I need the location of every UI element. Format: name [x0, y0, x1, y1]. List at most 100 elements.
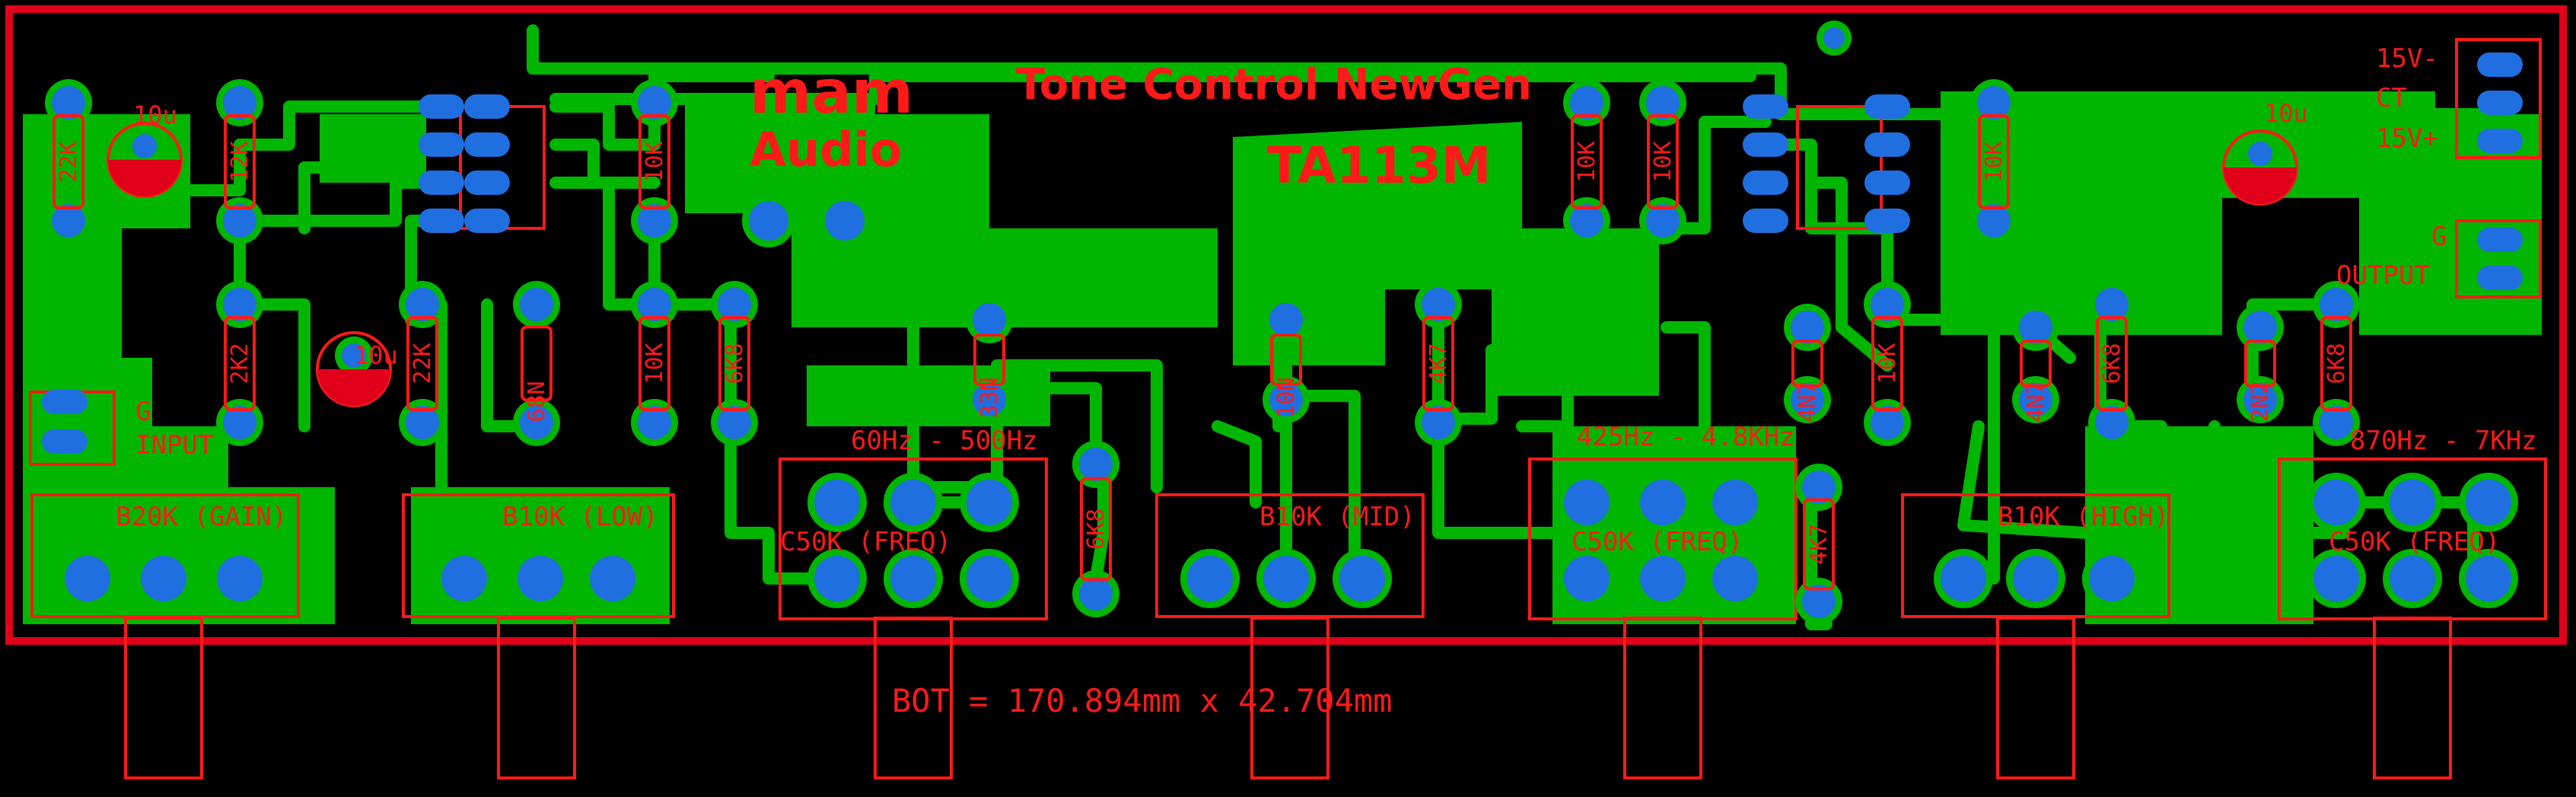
r_22k_b-pad-b — [406, 406, 439, 439]
pot-pad-4-2 — [1712, 480, 1758, 525]
r_10k_f-outline — [1978, 114, 2010, 209]
c_4n7_b-pad-a — [2019, 311, 2052, 344]
c_68n-pad-b — [520, 406, 553, 439]
r_4k7_a-outline — [1422, 316, 1454, 411]
pot-pad-3-1 — [1263, 556, 1309, 601]
pot-pad-1-2 — [590, 556, 635, 601]
r_6k8_b-label: 6K8 — [1083, 508, 1110, 550]
c_4n7_a-pad-b — [1791, 383, 1824, 416]
ic1-pad-r1 — [1864, 132, 1910, 157]
ic1-pad-r2 — [1864, 171, 1910, 195]
board-dimension: BOT = 170.894mm x 42.704mm — [892, 682, 1392, 719]
c_4n7_b-outline — [2020, 340, 2052, 387]
r_10k_a-label: 10K — [642, 141, 668, 182]
r_4k7_b-outline — [1803, 498, 1835, 591]
c_33n-label: 33N — [976, 377, 1003, 418]
pot-label-freq-3: C50K (FREQ) — [2329, 527, 2500, 557]
r_10k_a-outline — [638, 114, 670, 209]
r_10k_d-pad-b — [1646, 204, 1680, 238]
ic0-pad-r3 — [464, 209, 510, 233]
output-header — [2455, 219, 2542, 298]
r_10k_b-pad-a — [638, 288, 671, 321]
pot-pad-6-2 — [2466, 480, 2511, 525]
r_6k8_a-pad-b — [718, 406, 751, 439]
r_22k_b-outline — [406, 316, 438, 411]
c_10n-pad-b — [1269, 383, 1303, 416]
ic1-pad-l3 — [1743, 209, 1788, 233]
c_10u_a-label: 10u — [133, 100, 177, 129]
pot-pad-4-0 — [1564, 480, 1610, 525]
pot-pad-2-5 — [966, 556, 1012, 601]
input-label: INPUT — [135, 430, 213, 461]
pot-pad-4-5 — [1712, 556, 1758, 601]
ic-u2-outline — [1796, 105, 1883, 230]
r_6k8_b-outline — [1080, 477, 1112, 582]
c_2n2-pad-b — [2243, 383, 2277, 416]
r_12k-label: 12K — [227, 141, 253, 182]
r_2k2-label: 2K2 — [227, 343, 253, 384]
power-label-ct: CT — [2376, 83, 2407, 113]
r_10k_d-outline — [1647, 114, 1679, 209]
r_6k8_a-outline — [718, 316, 750, 411]
board-title: Tone Control NewGen — [1016, 60, 1532, 110]
r_4k7_a-pad-b — [1422, 406, 1455, 439]
header-pad-0 — [2477, 53, 2523, 77]
r_4k7_a-label: 4K7 — [1425, 343, 1452, 384]
r_10k_f-label: 10K — [1981, 141, 2008, 182]
header-pad-1 — [2477, 91, 2523, 115]
ic1-pad-r0 — [1864, 94, 1910, 119]
pot-pad-1-0 — [441, 556, 487, 601]
r_10k_d-pad-a — [1646, 86, 1680, 120]
pot-pad-2-4 — [890, 556, 936, 601]
r_22k_a-outline — [53, 114, 84, 209]
c_10u_a-pad-a — [132, 134, 157, 158]
pot-pad-5-2 — [2089, 556, 2135, 601]
r_6k8_c-outline — [2096, 316, 2128, 411]
ic0-pad-r2 — [464, 171, 510, 195]
r_10k_e-pad-a — [1871, 288, 1904, 321]
r_12k-pad-a — [223, 86, 256, 120]
r_6k8_b-extra-a — [1079, 448, 1113, 481]
c_68n-pad-a — [520, 288, 553, 321]
pot-pad-5-1 — [2013, 556, 2059, 601]
ic0-pad-r0 — [464, 94, 510, 119]
r_6k8_d-label: 6K8 — [2323, 343, 2350, 384]
pot-pad-3-2 — [1339, 556, 1385, 601]
r_22k_a-pad-a — [52, 86, 85, 120]
pot-pad-2-1 — [890, 480, 936, 525]
header-pad-3 — [2477, 228, 2523, 252]
ic0-pad-l1 — [419, 132, 464, 157]
band-label-high: 870Hz - 7KHz — [2350, 426, 2537, 456]
c_10u_a-polarity-mark — [108, 160, 181, 196]
ic1-pad-l0 — [1743, 94, 1788, 119]
c_33n-pad-a — [973, 303, 1006, 336]
r_10k_e-label: 10K — [1874, 343, 1901, 384]
r_10k_f-pad-b — [1977, 204, 2011, 238]
c_10u_b-pad-a — [342, 343, 366, 368]
c_4n7_b-label: 4N7 — [2023, 381, 2049, 422]
r_22k_a-label: 22K — [56, 141, 82, 182]
pot-pad-5-0 — [1941, 556, 1986, 601]
pot-pad-6-0 — [2313, 480, 2359, 525]
pot-label-gain: B20K (GAIN) — [116, 502, 287, 532]
c_10n-label: 10N — [1273, 377, 1300, 418]
r_22k_b-label: 22K — [409, 343, 436, 384]
r_2k2-pad-a — [223, 288, 256, 321]
r_12k-outline — [224, 114, 256, 209]
r_10k_c-label: 10K — [1574, 141, 1600, 182]
r_10k_c-pad-a — [1570, 86, 1603, 120]
ic1-pad-l1 — [1743, 132, 1788, 157]
c_4n7_a-outline — [1791, 340, 1823, 387]
r_6k8_c-pad-a — [2095, 288, 2129, 321]
c_10u_c-pad-a — [2248, 142, 2272, 166]
r_22k_b-pad-a — [406, 288, 439, 321]
r_10k_c-pad-b — [1570, 204, 1603, 238]
c_10u_c-polarity-mark — [2224, 167, 2297, 204]
ic1-pad-l2 — [1743, 171, 1788, 195]
pot-pad-0-2 — [217, 556, 263, 601]
c_2n2-pad-a — [2243, 311, 2277, 344]
pot-pad-2-2 — [966, 480, 1012, 525]
pot-pad-2-3 — [814, 556, 860, 601]
c_10n-outline — [1270, 333, 1302, 387]
r_10k_c-outline — [1571, 114, 1603, 209]
